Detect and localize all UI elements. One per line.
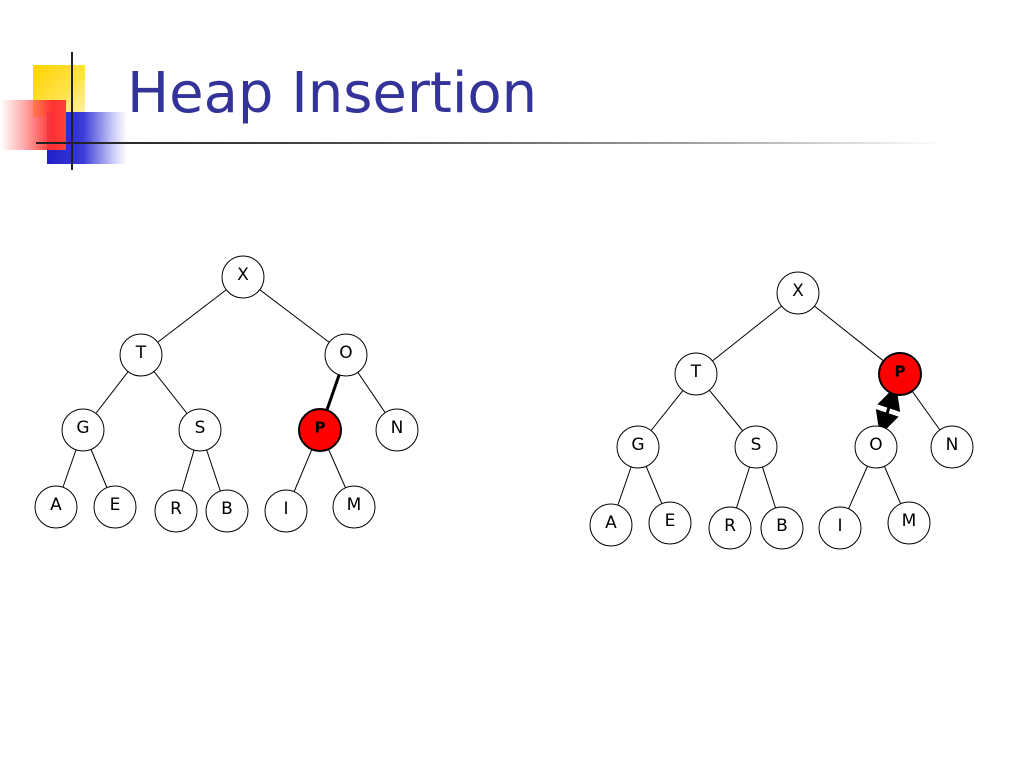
slide-logo: [0, 50, 130, 170]
node-circle: [324, 333, 368, 377]
heap-tree-before: X T O G S P N A E R B I M: [34, 255, 419, 533]
tree-node: M: [887, 501, 931, 545]
node-label: I: [837, 516, 842, 536]
highlighted-node: P: [298, 408, 342, 452]
logo-red-bar: [0, 100, 66, 150]
tree-edge: [695, 292, 799, 375]
tree-node: E: [93, 485, 137, 529]
node-circle: [34, 485, 78, 529]
tree-node: X: [776, 271, 820, 315]
node-label: A: [50, 495, 62, 515]
slide-title: Heap Insertion: [127, 61, 538, 126]
tree-node: S: [178, 408, 222, 452]
node-label: T: [135, 343, 147, 363]
node-label: O: [869, 435, 882, 455]
heap-tree-after: X T P G S O N A E R B I M: [589, 271, 974, 550]
tree-node: G: [61, 408, 105, 452]
tree-node: E: [648, 501, 692, 545]
tree-node: N: [930, 425, 974, 469]
node-circle: [854, 425, 898, 469]
tree-node: O: [854, 425, 898, 469]
tree-node: M: [332, 485, 376, 529]
node-label: M: [347, 495, 362, 515]
node-label: R: [724, 516, 736, 536]
tree-edge: [242, 276, 347, 356]
tree-node: R: [154, 489, 198, 533]
node-circle: [264, 489, 308, 533]
node-label: P: [895, 363, 906, 381]
node-circle: [119, 333, 163, 377]
node-circle: [589, 503, 633, 547]
node-label: B: [776, 516, 788, 536]
tree-node: T: [119, 333, 163, 377]
node-label: S: [751, 435, 762, 455]
node-circle: [178, 408, 222, 452]
tree-node: S: [734, 425, 778, 469]
node-label: R: [170, 499, 182, 519]
node-circle: [887, 501, 931, 545]
node-circle: [674, 352, 718, 396]
tree-node: O: [324, 333, 368, 377]
tree-node: R: [708, 506, 752, 550]
node-label: X: [792, 281, 804, 301]
node-label: N: [946, 435, 959, 455]
tree-node: I: [264, 489, 308, 533]
node-label: O: [339, 343, 352, 363]
title-underline: [72, 142, 942, 144]
node-label: A: [605, 513, 617, 533]
node-circle: [930, 425, 974, 469]
node-circle: [93, 485, 137, 529]
tree-node: A: [589, 503, 633, 547]
tree-node: G: [616, 425, 660, 469]
node-label: E: [110, 495, 121, 515]
node-label: N: [391, 418, 404, 438]
node-label: G: [76, 418, 89, 438]
node-label: I: [283, 499, 288, 519]
node-label: M: [902, 511, 917, 531]
node-label: T: [690, 362, 702, 382]
node-circle: [61, 408, 105, 452]
tree-node: A: [34, 485, 78, 529]
node-label: P: [315, 419, 326, 437]
tree-node: B: [205, 489, 249, 533]
node-circle: [616, 425, 660, 469]
node-label: S: [195, 418, 206, 438]
node-circle: [878, 352, 922, 396]
tree-node: B: [760, 506, 804, 550]
node-label: G: [631, 435, 644, 455]
node-label: E: [665, 511, 676, 531]
highlighted-node: P: [878, 352, 922, 396]
node-circle: [648, 501, 692, 545]
node-label: B: [221, 499, 233, 519]
node-circle: [708, 506, 752, 550]
node-circle: [332, 485, 376, 529]
tree-node: X: [221, 255, 265, 299]
node-circle: [221, 255, 265, 299]
node-circle: [205, 489, 249, 533]
node-circle: [776, 271, 820, 315]
node-circle: [760, 506, 804, 550]
tree-node: N: [375, 408, 419, 452]
node-label: X: [237, 265, 249, 285]
node-circle: [818, 506, 862, 550]
node-circle: [375, 408, 419, 452]
node-circle: [154, 489, 198, 533]
logo-horizontal-line: [36, 142, 86, 144]
node-circle: [298, 408, 342, 452]
logo-vertical-line: [71, 52, 73, 170]
tree-node: T: [674, 352, 718, 396]
tree-node: I: [818, 506, 862, 550]
node-circle: [734, 425, 778, 469]
swap-arrow: [875, 385, 901, 436]
